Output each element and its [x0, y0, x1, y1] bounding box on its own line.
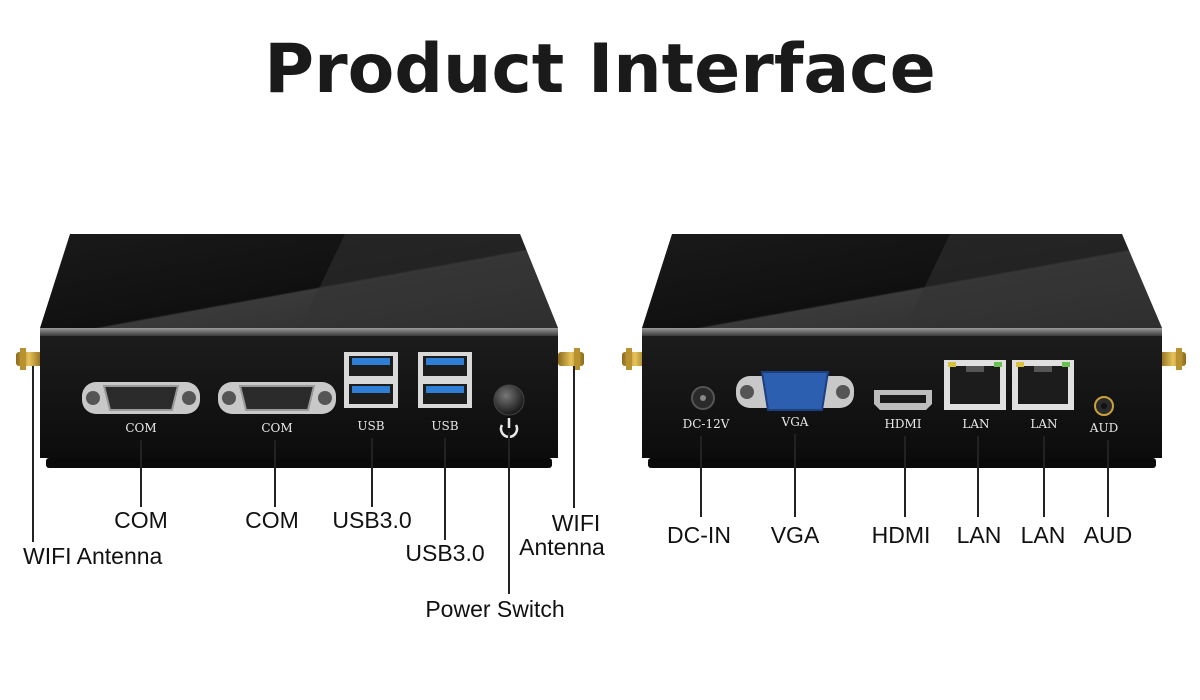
port-label-dc: DC-12V — [683, 417, 730, 431]
lan-port-2 — [1012, 360, 1074, 410]
back-leader-lines — [700, 434, 1109, 517]
port-label-com1: COM — [125, 421, 156, 435]
callout-aud: AUD — [1083, 522, 1133, 548]
back-panel-unit: DC-12V VGA HDMI LAN LAN AUD — [622, 234, 1186, 517]
callout-hdmi: HDMI — [871, 522, 931, 548]
port-label-aud: AUD — [1089, 421, 1118, 435]
callout-wifi-antenna-right-line2: Antenna — [519, 534, 605, 560]
page-title: Product Interface — [264, 30, 936, 109]
hdmi-port — [874, 390, 932, 410]
callout-lan1: LAN — [956, 522, 1002, 548]
port-label-usb2: USB — [431, 419, 458, 433]
com-port-1 — [82, 382, 200, 414]
callout-usb2: USB3.0 — [405, 540, 485, 566]
dc-jack — [691, 386, 715, 410]
port-label-lan1: LAN — [962, 417, 989, 431]
lan-port-1 — [944, 360, 1006, 410]
port-label-vga: VGA — [781, 415, 809, 429]
port-label-com2: COM — [261, 421, 292, 435]
callout-wifi-antenna-right-line1: WIFI — [551, 510, 601, 536]
callout-com1: COM — [114, 507, 168, 533]
callout-vga: VGA — [770, 522, 820, 548]
port-label-lan2: LAN — [1030, 417, 1057, 431]
antenna-icon — [16, 348, 584, 370]
callout-wifi-antenna-left: WIFI Antenna — [23, 543, 163, 569]
callout-power-switch: Power Switch — [425, 596, 565, 622]
callout-usb1: USB3.0 — [332, 507, 412, 533]
usb-port-1 — [344, 352, 398, 408]
port-label-hdmi: HDMI — [884, 417, 921, 431]
power-icon — [493, 384, 525, 439]
callout-dc-in: DC-IN — [667, 522, 731, 548]
callout-com2: COM — [245, 507, 299, 533]
port-label-usb1: USB — [357, 419, 384, 433]
com-port-2 — [218, 382, 336, 414]
antenna-icon — [622, 348, 1186, 370]
callout-lan2: LAN — [1020, 522, 1066, 548]
audio-jack — [1094, 396, 1114, 416]
usb-port-2 — [418, 352, 472, 408]
vga-port — [736, 371, 854, 411]
front-panel-unit: COM COM USB USB — [16, 234, 584, 594]
front-leader-lines — [32, 366, 575, 594]
